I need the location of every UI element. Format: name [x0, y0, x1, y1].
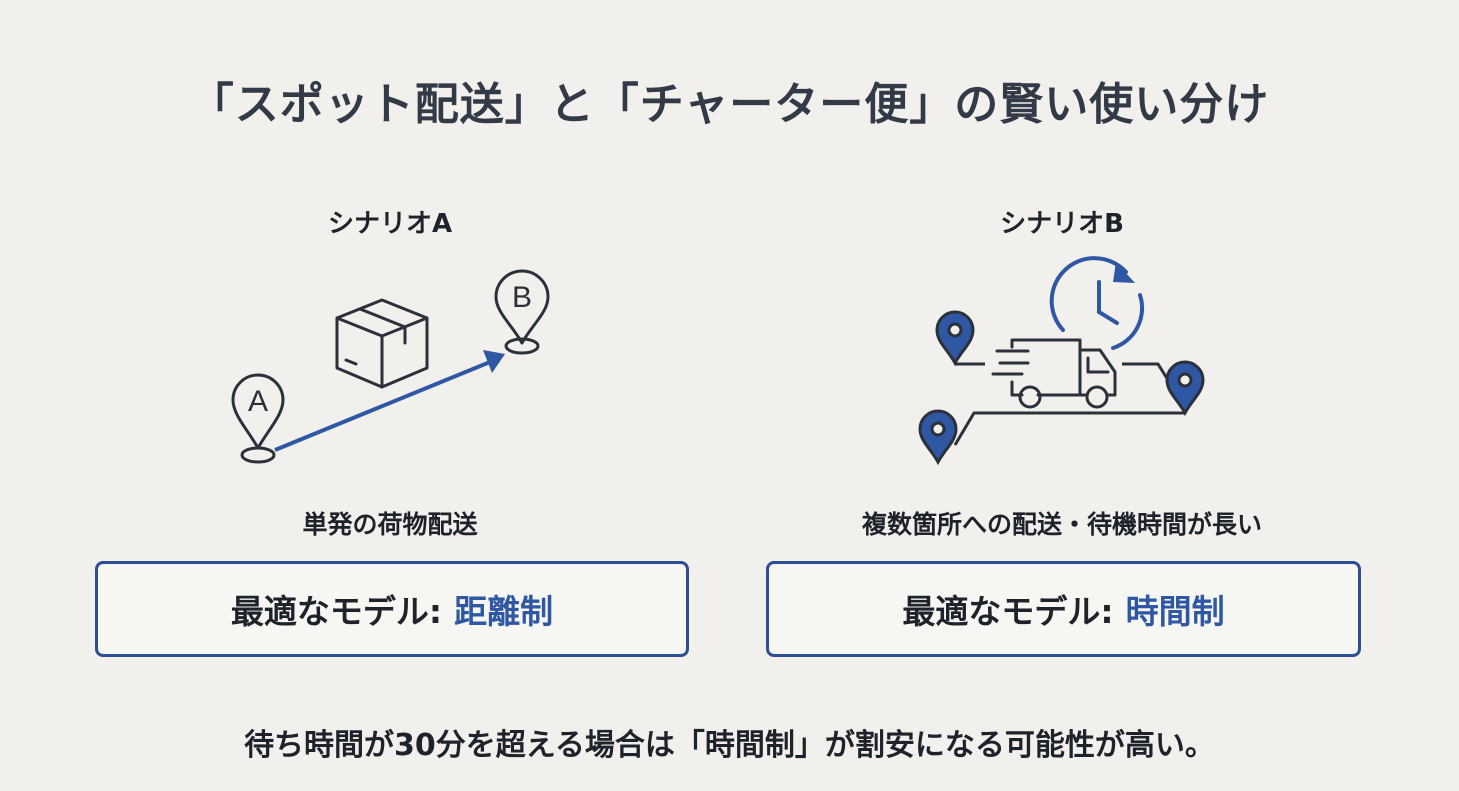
model-prefix: 最適なモデル: [230, 592, 443, 631]
pin-b-label: B [512, 281, 532, 314]
scenario-b-model-box: 最適なモデル: 時間制 [766, 561, 1361, 657]
pin-a-label: A [248, 385, 268, 418]
route-icon [953, 362, 1185, 446]
scenario-b-description: 複数箇所への配送・待機時間が長い [861, 510, 1262, 539]
map-pin-icon [494, 269, 550, 355]
scenario-a-label: シナリオA [327, 209, 453, 239]
package-box-icon [335, 298, 429, 389]
delivery-truck-icon [991, 338, 1117, 409]
map-pin-icon [918, 409, 958, 466]
map-pin-icon [1165, 360, 1205, 417]
scenario-b-label: シナリオB [1000, 209, 1124, 239]
scenario-b-illustration [918, 256, 1205, 466]
model-value: 距離制 [454, 592, 554, 631]
arrow-icon [274, 350, 505, 452]
model-value: 時間制 [1125, 592, 1225, 631]
scenario-a-model-box: 最適なモデル: 距離制 [95, 561, 689, 657]
map-pin-icon [231, 373, 285, 464]
scenario-a-illustration: A B [231, 269, 550, 464]
footer-note: 待ち時間が30分を超える場合は「時間制」が割安になる可能性が高い。 [244, 728, 1215, 763]
clock-refresh-icon [1049, 256, 1145, 350]
model-prefix: 最適なモデル: [902, 592, 1114, 631]
page-title: 「スポット配送」と「チャーター便」の賢い使い分け [189, 79, 1270, 130]
map-pin-icon [935, 310, 975, 367]
scenario-a-description: 単発の荷物配送 [302, 510, 478, 539]
